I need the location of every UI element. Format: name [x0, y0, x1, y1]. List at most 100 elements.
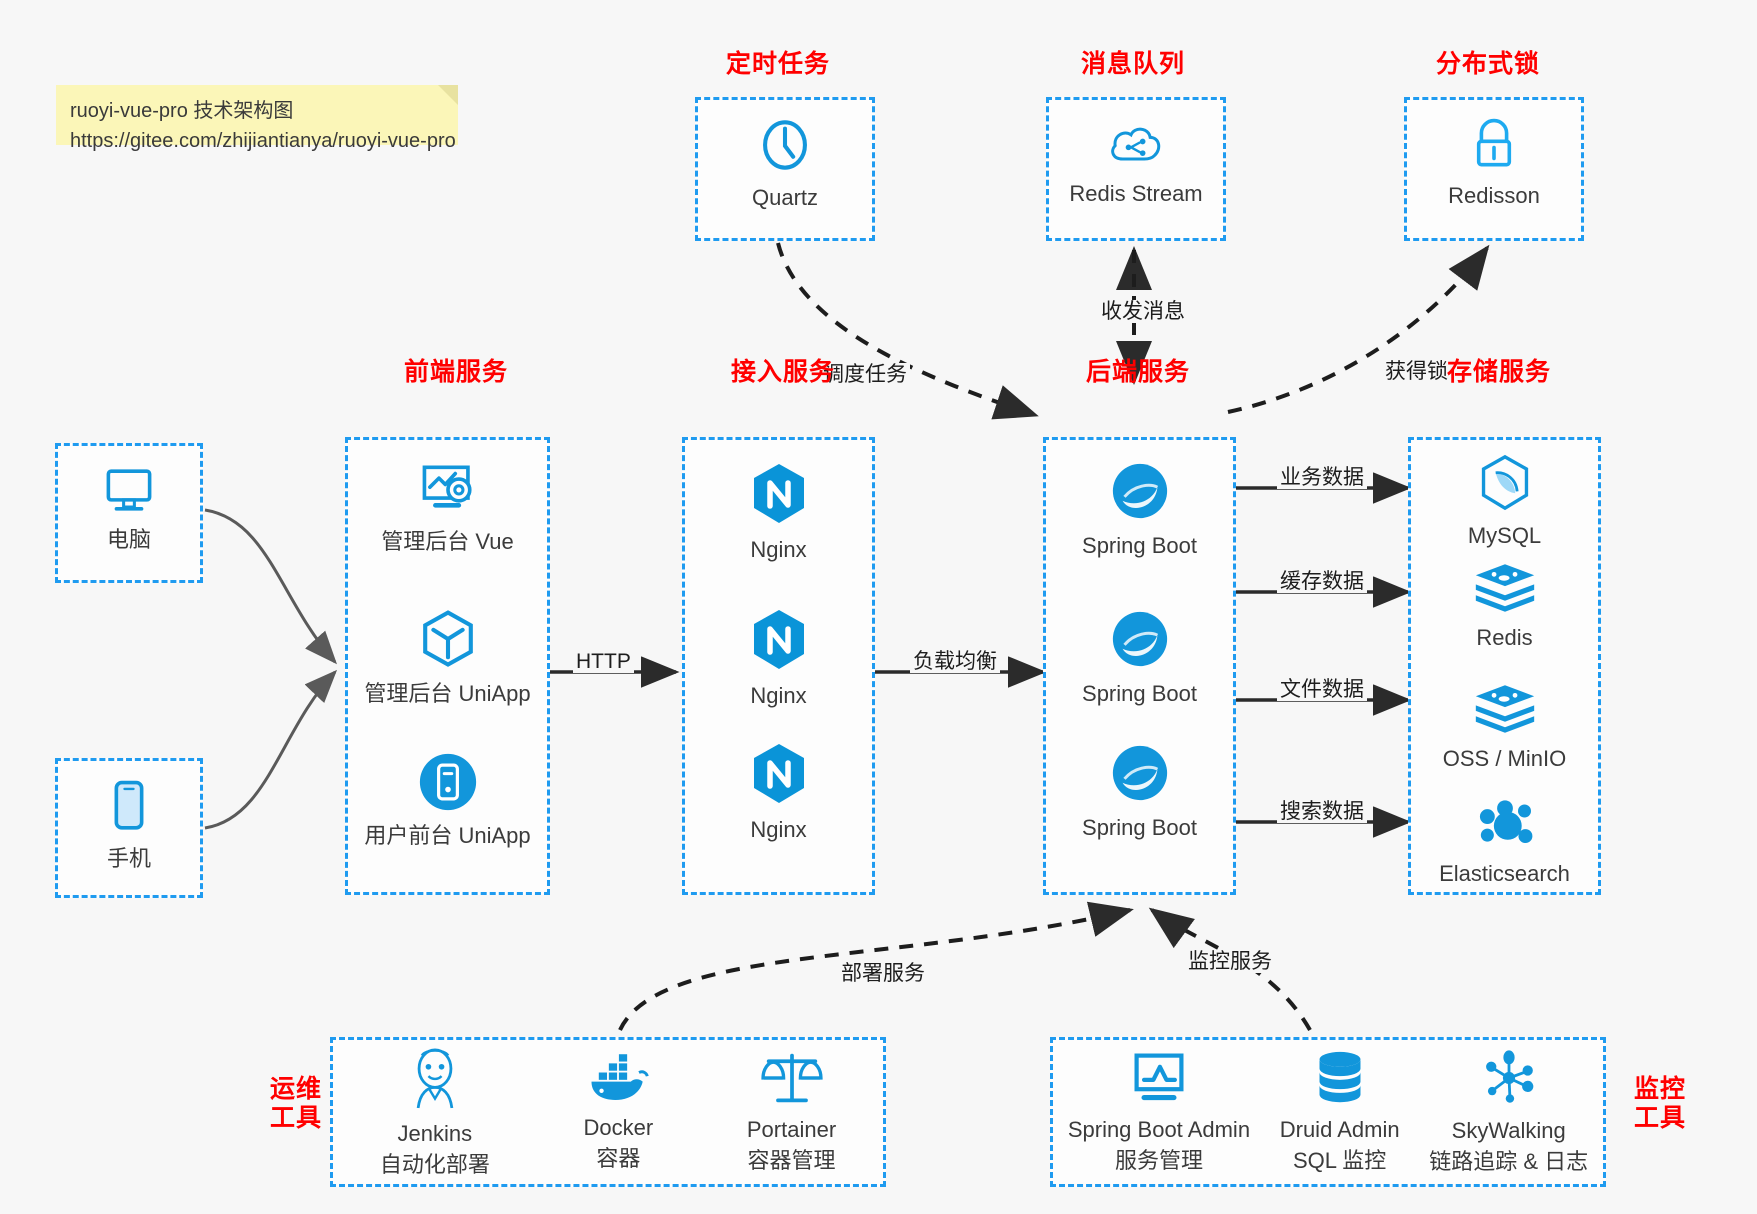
- node-label: Redisson: [1448, 183, 1540, 208]
- node-redis-stream[interactable]: Redis Stream: [1049, 118, 1223, 208]
- node-label: OSS / MinIO: [1442, 746, 1567, 771]
- elasticsearch-icon: [1476, 798, 1534, 855]
- node-label: 电脑: [106, 527, 151, 552]
- node-sublabel: 服务管理: [1114, 1147, 1203, 1173]
- group-title-devops-line1: 运维: [269, 1075, 322, 1103]
- node-label: Elasticsearch: [1439, 861, 1570, 886]
- spring-boot-icon: [1109, 608, 1171, 675]
- node-label: 管理后台 UniApp: [364, 681, 531, 706]
- group-title-devops-line2: 工具: [269, 1103, 322, 1132]
- node-spring-boot-3[interactable]: Spring Boot: [1046, 742, 1233, 842]
- desktop-monitor-icon: [100, 464, 158, 521]
- node-label: SkyWalking: [1451, 1117, 1566, 1143]
- node-sublabel: 容器管理: [747, 1147, 836, 1173]
- node-label: Nginx: [750, 537, 807, 562]
- edge-label-load-balance: 负载均衡: [910, 650, 1000, 674]
- group-title-monitoring-line1: 监控: [1633, 1075, 1686, 1103]
- nginx-icon: [750, 742, 808, 811]
- edge-label-business-data: 业务数据: [1277, 466, 1367, 490]
- group-title-scheduled-task: 定时任务: [725, 50, 830, 78]
- node-jenkins[interactable]: Jenkins 自动化部署: [380, 1046, 490, 1179]
- group-box-monitoring: Spring Boot Admin 服务管理 Druid Admin: [1050, 1037, 1606, 1187]
- group-box-message-queue: Redis Stream: [1046, 97, 1226, 241]
- cloud-stream-icon: [1106, 118, 1166, 175]
- nginx-icon: [750, 462, 808, 531]
- group-box-frontend: 管理后台 Vue 管理后台 UniApp 用户前台 UniApp: [345, 437, 550, 895]
- node-quartz[interactable]: Quartz: [698, 116, 872, 212]
- node-sublabel: SQL 监控: [1292, 1147, 1387, 1173]
- node-elasticsearch[interactable]: Elasticsearch: [1411, 798, 1598, 888]
- node-sublabel: 自动化部署: [379, 1151, 490, 1177]
- edge-label-send-receive-message: 收发消息: [1098, 300, 1188, 324]
- mobile-app-icon: [418, 752, 478, 817]
- node-nginx-1[interactable]: Nginx: [685, 462, 872, 564]
- group-title-storage: 存储服务: [1446, 358, 1551, 386]
- node-desktop[interactable]: 电脑: [58, 464, 200, 554]
- group-box-client-mobile: 手机: [55, 758, 203, 898]
- group-box-distributed-lock: Redisson: [1404, 97, 1584, 241]
- node-redis[interactable]: Redis: [1411, 562, 1598, 652]
- note-title: ruoyi-vue-pro 技术架构图: [70, 100, 294, 122]
- mobile-phone-icon: [107, 779, 151, 840]
- node-label: Portainer: [746, 1116, 837, 1142]
- node-label: 用户前台 UniApp: [364, 823, 531, 848]
- group-box-client-desktop: 电脑: [55, 443, 203, 583]
- group-box-backend: Spring Boot Spring Boot Spring Boot: [1043, 437, 1236, 895]
- spring-boot-icon: [1109, 742, 1171, 809]
- node-label: Jenkins: [397, 1120, 473, 1146]
- scales-icon: [760, 1050, 823, 1111]
- redis-stack-icon: [1474, 562, 1536, 619]
- group-title-frontend: 前端服务: [403, 358, 508, 386]
- spring-boot-icon: [1109, 460, 1171, 527]
- edge-label-acquire-lock: 获得锁: [1382, 360, 1451, 384]
- group-box-gateway: Nginx Nginx Nginx: [682, 437, 875, 895]
- edge-label-schedule-task: 调度任务: [820, 363, 910, 387]
- database-stack-icon: [1313, 1050, 1367, 1111]
- group-title-backend: 后端服务: [1085, 358, 1190, 386]
- node-spring-boot-1[interactable]: Spring Boot: [1046, 460, 1233, 560]
- edge-label-search-data: 搜索数据: [1277, 800, 1367, 824]
- redis-stack-icon: [1474, 683, 1536, 740]
- node-spring-boot-2[interactable]: Spring Boot: [1046, 608, 1233, 708]
- node-label: Redis Stream: [1069, 181, 1203, 206]
- node-label: Spring Boot: [1082, 815, 1197, 840]
- node-portainer[interactable]: Portainer 容器管理: [747, 1050, 836, 1175]
- edge-label-file-data: 文件数据: [1277, 678, 1367, 702]
- group-box-storage: MySQL Redis: [1408, 437, 1601, 895]
- node-admin-uniapp[interactable]: 管理后台 UniApp: [348, 608, 547, 708]
- node-nginx-2[interactable]: Nginx: [685, 608, 872, 710]
- docker-whale-icon: [586, 1052, 650, 1109]
- group-title-devops: 运维 工具: [256, 1075, 336, 1133]
- node-label: 管理后台 Vue: [381, 529, 514, 554]
- node-oss-minio[interactable]: OSS / MinIO: [1411, 683, 1598, 773]
- node-skywalking[interactable]: SkyWalking 链路追踪 & 日志: [1429, 1049, 1588, 1176]
- node-sublabel: 容器: [596, 1145, 641, 1171]
- diagram-note: ruoyi-vue-pro 技术架构图 https://gitee.com/zh…: [56, 85, 458, 152]
- node-mobile[interactable]: 手机: [58, 779, 200, 873]
- node-druid-admin[interactable]: Druid Admin SQL 监控: [1280, 1050, 1400, 1175]
- node-label: MySQL: [1467, 523, 1542, 548]
- node-label: Quartz: [751, 185, 819, 210]
- group-title-gateway: 接入服务: [730, 358, 835, 386]
- node-label: 手机: [106, 846, 151, 871]
- node-label: Nginx: [750, 683, 807, 708]
- node-spring-boot-admin[interactable]: Spring Boot Admin 服务管理: [1068, 1050, 1250, 1175]
- node-user-uniapp[interactable]: 用户前台 UniApp: [348, 752, 547, 850]
- node-label: Redis: [1476, 625, 1533, 650]
- node-label: Nginx: [750, 817, 807, 842]
- edge-label-cache-data: 缓存数据: [1277, 570, 1367, 594]
- node-label: Spring Boot: [1082, 681, 1197, 706]
- edge-label-deploy-service: 部署服务: [838, 962, 928, 986]
- node-nginx-3[interactable]: Nginx: [685, 742, 872, 844]
- clock-icon: [756, 116, 814, 179]
- node-redisson[interactable]: Redisson: [1407, 116, 1581, 210]
- group-title-distributed-lock: 分布式锁: [1435, 50, 1540, 78]
- node-docker[interactable]: Docker 容器: [584, 1052, 653, 1173]
- node-admin-vue[interactable]: 管理后台 Vue: [348, 460, 547, 556]
- node-mysql[interactable]: MySQL: [1411, 454, 1598, 550]
- note-url: https://gitee.com/zhijiantianya/ruoyi-vu…: [70, 130, 456, 152]
- edge-label-monitor-service: 监控服务: [1185, 950, 1275, 974]
- node-label: Spring Boot Admin: [1067, 1116, 1251, 1142]
- dashboard-gear-icon: [417, 460, 479, 523]
